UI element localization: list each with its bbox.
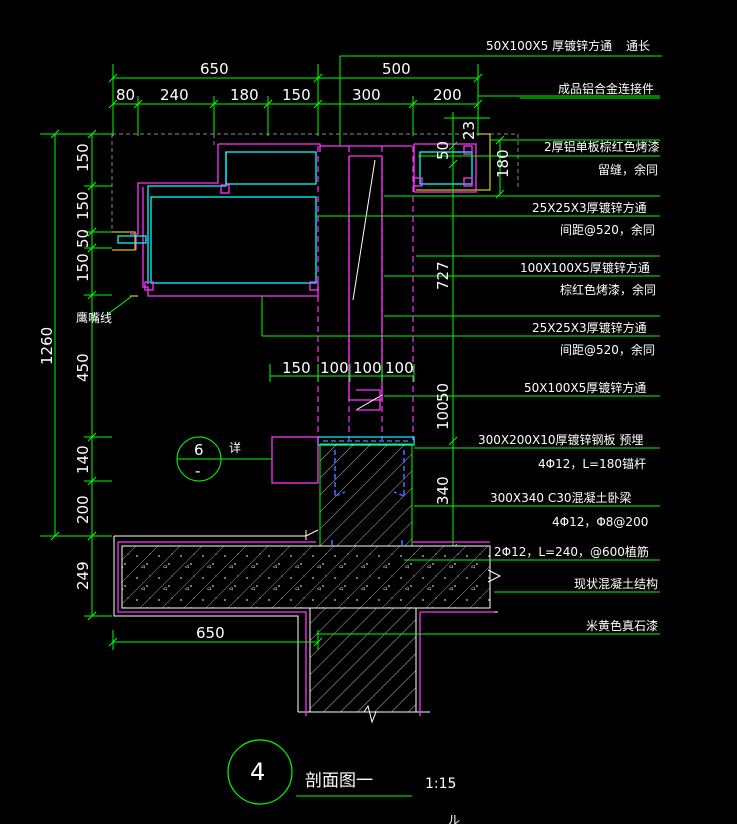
label-spacing-a: 间距@520，余同 (560, 222, 655, 237)
detail-ref-sub: - (195, 462, 200, 480)
dim-left-200: 200 (74, 495, 92, 524)
footer-glyph: ル (448, 813, 460, 824)
top-dimensions: 650 500 80 240 180 150 300 200 (108, 60, 483, 136)
right-dimensions: 50 23 180 727 100 50 340 (434, 112, 512, 553)
section-scale: 1:15 (425, 776, 456, 792)
top-note: 50X100X5 厚镀锌方通 通长 (339, 38, 662, 146)
bottom-dimension: 650 (108, 624, 323, 650)
dim-left-140: 140 (74, 445, 92, 474)
concrete-beam (114, 436, 415, 580)
label-beam-rebar: 4Φ12，Φ8@200 (552, 515, 648, 529)
label-tube-100: 100X100X5厚镀锌方通 (520, 260, 650, 275)
dim-top-650: 650 (200, 60, 229, 78)
dim-mid-100c: 100 (385, 359, 414, 377)
dim-left-150a: 150 (74, 143, 92, 172)
dim-top-180: 180 (230, 86, 259, 104)
label-existing-structure: 现状混凝土结构 (574, 576, 658, 591)
label-tube-50: 50X100X5厚镀锌方通 (524, 380, 646, 395)
concrete-slab (113, 536, 502, 724)
dim-left-249: 249 (74, 561, 92, 590)
mid-dimensions: 150 100 100 100 (269, 359, 415, 382)
dim-left-150b: 150 (74, 191, 92, 220)
dim-mid-100a: 100 (320, 359, 349, 377)
right-label-leaders (316, 97, 660, 635)
label-gap-note: 留缝，余同 (598, 162, 658, 177)
top-note-spec: 50X100X5 厚镀锌方通 (486, 38, 612, 53)
dim-top-80: 80 (116, 86, 135, 104)
dim-bottom-650: 650 (196, 624, 225, 642)
detail-ref-number: 6 (194, 441, 204, 459)
dim-left-450: 450 (74, 353, 92, 382)
section-title: 剖面图一 (305, 771, 373, 791)
drip-edge-label: 鹰嘴线 (76, 295, 133, 325)
dim-top-200: 200 (433, 86, 462, 104)
canopy-structure (111, 95, 660, 440)
label-steel-plate: 300X200X10厚镀锌钢板 预埋 (478, 433, 643, 447)
dim-right-727: 727 (434, 261, 452, 290)
dim-left-50: 50 (74, 229, 92, 248)
label-aluminum-connector: 成品铝合金连接件 (558, 81, 654, 96)
label-tube-25-b: 25X25X3厚镀锌方通 (532, 320, 647, 335)
label-anchor-bolt: 4Φ12，L=180锚杆 (538, 456, 646, 471)
label-stone-paint: 米黄色真石漆 (586, 619, 658, 633)
dim-right-100: 100 (434, 401, 452, 430)
dim-right-180: 180 (494, 149, 512, 178)
dim-left-total: 1260 (38, 327, 56, 365)
dim-top-150: 150 (282, 86, 311, 104)
dim-left-150c: 150 (74, 253, 92, 282)
dim-right-23: 23 (460, 121, 478, 140)
top-note-suffix: 通长 (626, 39, 650, 53)
dim-top-300: 300 (352, 86, 381, 104)
dim-top-240: 240 (160, 86, 189, 104)
detail-ref-suffix: 详 (229, 440, 241, 455)
label-aluminum-panel: 2厚铝单板棕红色烤漆 (544, 139, 660, 154)
section-title-block: 4 剖面图一 1:15 ル (227, 739, 460, 824)
label-drip-edge: 鹰嘴线 (76, 310, 112, 325)
label-paint-note: 棕红色烤漆，余同 (560, 282, 656, 297)
dim-mid-100b: 100 (353, 359, 382, 377)
label-planted-rebar: 2Φ12，L=240，@600植筋 (494, 544, 649, 559)
dim-mid-150: 150 (282, 359, 311, 377)
label-spacing-b: 间距@520，余同 (560, 342, 655, 357)
dim-right-50b: 50 (434, 383, 452, 402)
dim-right-50a: 50 (434, 141, 452, 160)
detail-reference: 6 - 详 (176, 436, 272, 482)
label-tube-25-a: 25X25X3厚镀锌方通 (532, 200, 647, 215)
dim-top-500: 500 (382, 60, 411, 78)
label-concrete-beam: 300X340 C30混凝土卧梁 (490, 490, 632, 505)
dim-right-340: 340 (434, 476, 452, 505)
section-number: 4 (250, 758, 265, 786)
left-dimensions: 1260 150 150 50 150 450 140 200 249 (38, 129, 112, 621)
